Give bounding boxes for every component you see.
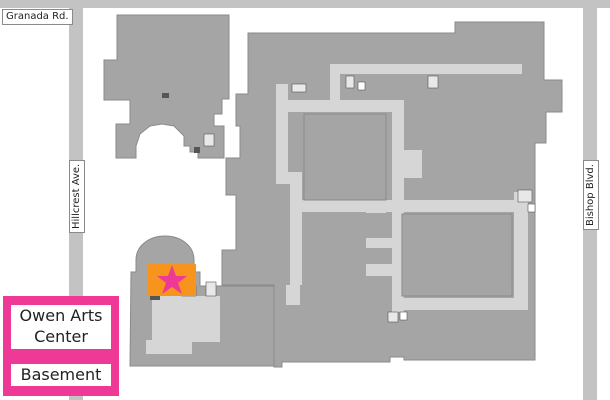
street-label-hillcrest: Hillcrest Ave. xyxy=(69,159,85,233)
building-name: Owen Arts Center xyxy=(11,305,111,349)
corridors xyxy=(146,64,528,354)
floor-label: Basement xyxy=(11,364,111,386)
elevator-icon xyxy=(357,81,536,321)
courtyard-south xyxy=(401,213,513,297)
restroom-icon xyxy=(150,93,200,300)
northwest-annex xyxy=(103,14,230,159)
street-label-granada: Granada Rd. xyxy=(2,9,73,25)
street-label-bishop: Bishop Blvd. xyxy=(583,160,599,230)
map-legend: Owen Arts Center Basement xyxy=(3,296,119,396)
granada-rd-street xyxy=(0,0,610,8)
courtyard-north xyxy=(303,113,387,201)
location-star-icon[interactable] xyxy=(157,265,187,294)
stairs-icon xyxy=(181,75,533,323)
